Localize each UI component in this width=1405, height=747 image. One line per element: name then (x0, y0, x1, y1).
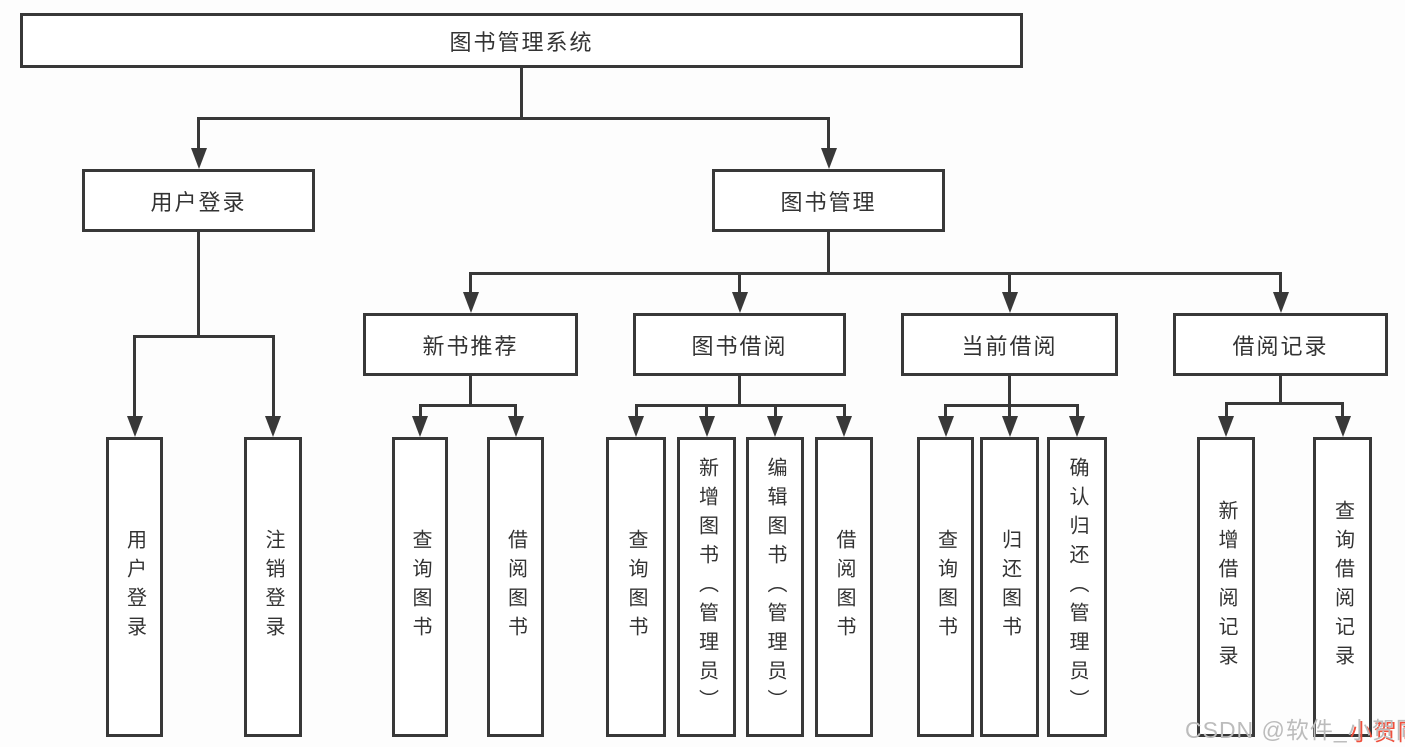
connector-line (1008, 376, 1011, 406)
node-new-book-rec: 新书推荐 (363, 313, 578, 376)
connector-line (469, 376, 472, 406)
arrow-down-icon (1218, 416, 1234, 437)
connector-line (418, 404, 422, 419)
arrow-down-icon (1001, 292, 1018, 313)
connector-line (1224, 402, 1344, 405)
connector-line (271, 335, 275, 419)
arrow-down-icon (412, 416, 428, 437)
arrow-down-icon (265, 416, 281, 437)
node-leaf-borrow-book-2: 借阅图书 (815, 437, 873, 737)
arrow-down-icon (462, 292, 479, 313)
node-leaf-query-book-1: 查询图书 (392, 437, 448, 737)
node-root: 图书管理系统 (20, 13, 1023, 68)
arrow-down-icon (507, 416, 524, 437)
connector-line (1341, 402, 1344, 419)
node-leaf-query-book-3: 查询图书 (917, 437, 974, 737)
node-user-login: 用户登录 (82, 169, 315, 232)
arrow-down-icon (126, 416, 143, 437)
connector-line (418, 404, 517, 407)
arrow-down-icon (836, 416, 852, 437)
connector-line (469, 272, 1282, 275)
node-leaf-borrow-book-1: 借阅图书 (487, 437, 544, 737)
connector-line (944, 404, 947, 419)
connector-line (827, 232, 830, 274)
node-leaf-return-book: 归还图书 (980, 437, 1039, 737)
watermark-suffix: 小贺同学 (1347, 717, 1405, 743)
connector-line (634, 404, 638, 419)
connector-line (1279, 272, 1282, 295)
watermark-prefix: CSDN @软件_ (1185, 717, 1348, 743)
connector-line (520, 68, 523, 119)
connector-line (514, 404, 517, 419)
connector-line (197, 117, 830, 120)
connector-line (705, 404, 708, 419)
connector-line (773, 404, 777, 419)
connector-line (133, 335, 136, 419)
connector-line (842, 404, 846, 419)
connector-line (133, 335, 275, 338)
node-leaf-query-book-2: 查询图书 (606, 437, 666, 737)
connector-line (634, 404, 846, 407)
connector-line (197, 117, 200, 151)
connector-line (1224, 402, 1228, 419)
node-leaf-add-book: 新增图书（管理员） (677, 437, 736, 737)
node-book-borrow: 图书借阅 (633, 313, 846, 376)
connector-line (1075, 404, 1079, 419)
connector-line (469, 272, 472, 295)
watermark: CSDN @软件_小贺同学 (1185, 711, 1405, 745)
arrow-down-icon (1001, 416, 1018, 437)
arrow-down-icon (1272, 292, 1289, 313)
connector-line (1279, 376, 1282, 404)
node-leaf-confirm-return: 确认归还（管理员） (1047, 437, 1107, 737)
arrow-down-icon (628, 416, 644, 437)
connector-line (738, 376, 741, 406)
node-leaf-edit-book: 编辑图书（管理员） (746, 437, 804, 737)
arrow-down-icon (1069, 416, 1085, 437)
arrow-down-icon (731, 292, 748, 313)
arrow-down-icon (190, 148, 207, 169)
connector-line (944, 404, 1079, 407)
arrow-down-icon (767, 416, 783, 437)
node-leaf-query-borrow-record: 查询借阅记录 (1313, 437, 1372, 737)
connector-line (827, 117, 830, 151)
node-book-mgmt: 图书管理 (712, 169, 945, 232)
connector-line (738, 272, 741, 295)
connector-line (1008, 404, 1011, 419)
node-borrow-records: 借阅记录 (1173, 313, 1388, 376)
connector-line (1008, 272, 1011, 295)
node-leaf-user-login: 用户登录 (106, 437, 163, 737)
arrow-down-icon (698, 416, 715, 437)
node-leaf-add-borrow-record: 新增借阅记录 (1197, 437, 1255, 737)
connector-line (197, 232, 200, 337)
arrow-down-icon (937, 416, 954, 437)
node-leaf-logout: 注销登录 (244, 437, 302, 737)
arrow-down-icon (820, 148, 837, 169)
arrow-down-icon (1334, 416, 1351, 437)
node-current-borrow: 当前借阅 (901, 313, 1118, 376)
